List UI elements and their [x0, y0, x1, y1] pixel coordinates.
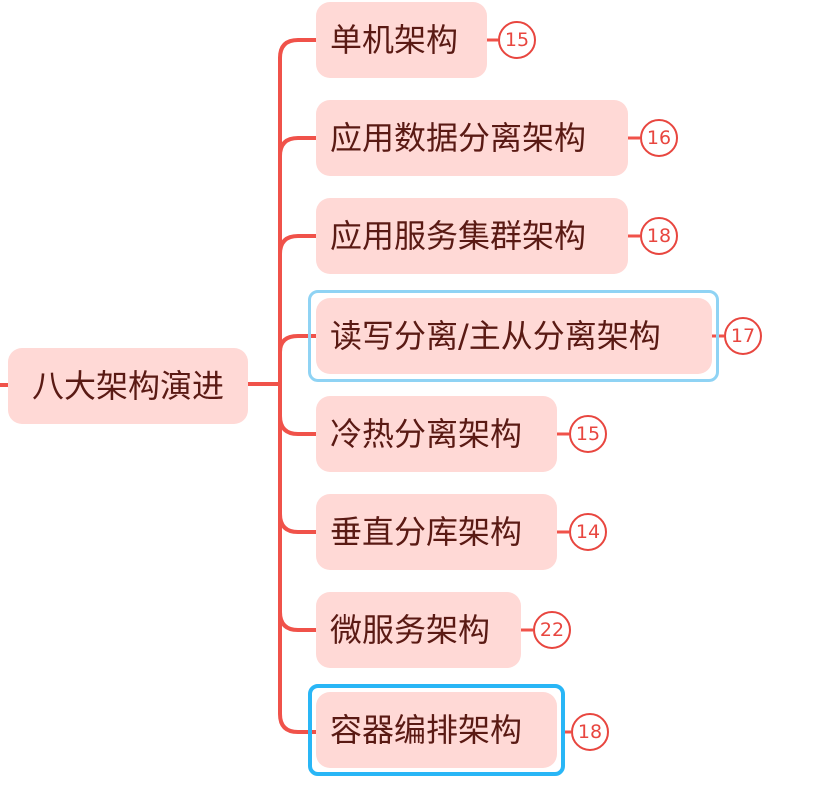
- trunk-line-lower: [278, 56, 318, 734]
- branch-badge-count[interactable]: 22: [533, 611, 571, 649]
- branch-node-label: 冷热分离架构: [330, 415, 523, 453]
- branch-node-label: 单机架构: [330, 21, 459, 59]
- branch-badge-count[interactable]: 15: [569, 415, 607, 453]
- branch-node-single-machine[interactable]: 单机架构: [316, 2, 487, 78]
- branch-node-hot-cold-separation[interactable]: 冷热分离架构: [316, 396, 557, 472]
- branch-badge-count[interactable]: 18: [640, 217, 678, 255]
- trunk-line: [278, 38, 318, 60]
- branch-node-label: 容器编排架构: [330, 711, 523, 749]
- branch-connector-5: [278, 414, 318, 436]
- branch-node-app-service-cluster[interactable]: 应用服务集群架构: [316, 198, 628, 274]
- branch-badge-count[interactable]: 16: [640, 119, 678, 157]
- branch-node-microservices[interactable]: 微服务架构: [316, 592, 521, 668]
- branch-connector-2: [278, 136, 318, 158]
- root-node-label: 八大架构演进: [31, 367, 224, 405]
- branch-node-container-orchestration[interactable]: 容器编排架构: [316, 692, 557, 768]
- branch-node-label: 垂直分库架构: [330, 513, 523, 551]
- branch-node-read-write-separation[interactable]: 读写分离/主从分离架构: [316, 298, 712, 374]
- branch-node-vertical-sharding[interactable]: 垂直分库架构: [316, 494, 557, 570]
- branch-connector-3: [278, 234, 318, 256]
- branch-node-label: 微服务架构: [330, 611, 491, 649]
- branch-badge-count[interactable]: 17: [724, 317, 762, 355]
- branch-badge-count[interactable]: 14: [569, 513, 607, 551]
- branch-badge-count[interactable]: 15: [498, 21, 536, 59]
- branch-badge-count[interactable]: 18: [571, 713, 609, 751]
- branch-node-label: 应用服务集群架构: [330, 217, 587, 255]
- branch-connector-7: [278, 610, 318, 632]
- branch-node-label: 应用数据分离架构: [330, 119, 587, 157]
- branch-connector-6: [278, 512, 318, 534]
- root-node[interactable]: 八大架构演进: [8, 348, 248, 424]
- branch-node-label: 读写分离/主从分离架构: [330, 317, 661, 355]
- branch-connector-4: [278, 334, 318, 354]
- root-incoming-connector: [0, 383, 8, 387]
- branch-node-app-data-separation[interactable]: 应用数据分离架构: [316, 100, 628, 176]
